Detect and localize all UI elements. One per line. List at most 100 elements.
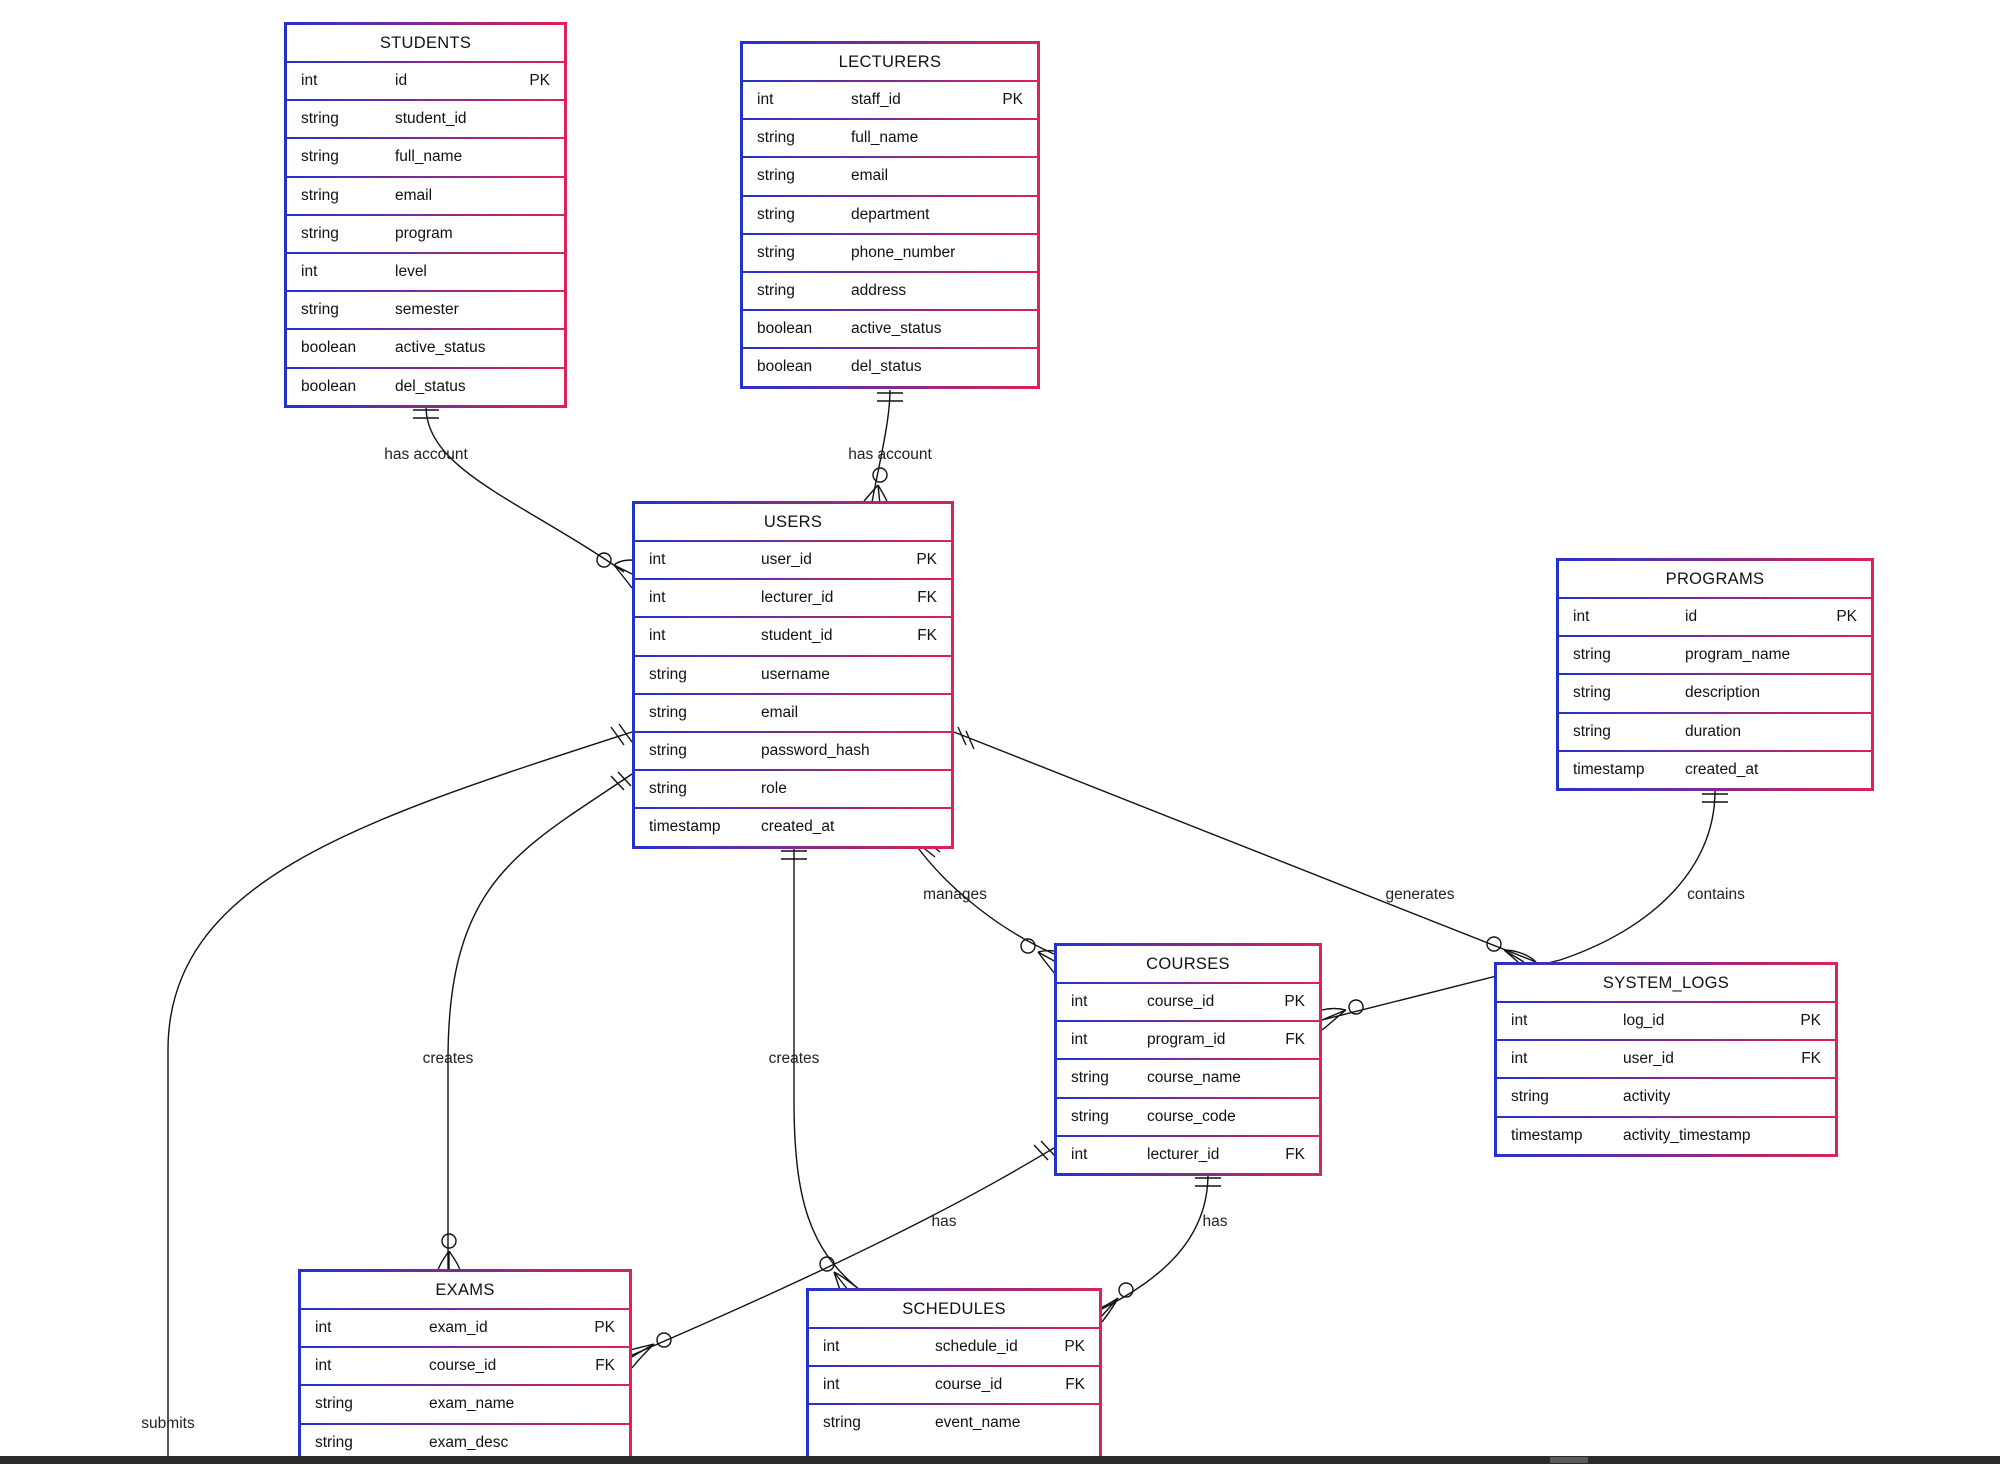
cardinality-one-mark: [781, 850, 807, 860]
cardinality-zero-circle: [1020, 938, 1036, 954]
relationship-label: submits: [141, 1415, 195, 1432]
rel-line-users-schedules: [793, 848, 861, 1291]
cardinality-one-mark: [1195, 1177, 1221, 1187]
entity-title: USERS: [763, 513, 823, 531]
relationship-label: contains: [1687, 886, 1745, 903]
relationship-label: generates: [1386, 886, 1455, 903]
relationship-label: creates: [769, 1050, 820, 1067]
cardinality-zero-circle: [1486, 936, 1502, 952]
relationship-label: has account: [848, 446, 932, 463]
cardinality-one-mark: [1702, 793, 1728, 803]
rel-line-courses-exams: [629, 1147, 1055, 1357]
cardinality-crowsfoot: [1099, 1297, 1119, 1323]
cardinality-crowsfoot: [629, 1343, 655, 1369]
cardinality-zero-circle: [596, 552, 612, 568]
rel-line-users-exams: [447, 773, 633, 1270]
rel-line-users-systemlogs: [953, 731, 1537, 963]
entity-title: STUDENTS: [379, 34, 472, 52]
cardinality-one-mark: [610, 771, 632, 791]
rel-line-students-users: [425, 405, 625, 573]
cardinality-zero-circle: [872, 467, 888, 483]
scrollbar-thumb[interactable]: [1550, 1457, 1588, 1463]
cardinality-zero-circle: [656, 1332, 672, 1348]
cardinality-zero-circle: [1348, 999, 1364, 1015]
rel-line-programs-courses: [1321, 790, 1716, 1021]
entity-title: EXAMS: [435, 1281, 495, 1299]
entity-title: LECTURERS: [838, 53, 942, 71]
cardinality-one-mark: [413, 409, 439, 419]
cardinality-crowsfoot: [437, 1250, 461, 1271]
entity-title: PROGRAMS: [1665, 570, 1765, 588]
relationship-label: has: [932, 1213, 957, 1230]
cardinality-one-mark: [610, 723, 633, 746]
cardinality-crowsfoot: [1321, 1007, 1347, 1031]
horizontal-scrollbar[interactable]: [0, 1456, 2000, 1464]
entity-title: COURSES: [1146, 955, 1230, 973]
rel-line-courses-schedules: [1099, 1173, 1209, 1311]
relationship-label: has account: [384, 446, 468, 463]
rel-line-users-submits: [167, 731, 633, 1464]
cardinality-zero-circle: [819, 1256, 835, 1272]
relationship-label: has: [1203, 1213, 1228, 1230]
relationship-label: manages: [923, 886, 987, 903]
entity-title: SYSTEM_LOGS: [1602, 974, 1730, 992]
cardinality-one-mark: [1033, 1140, 1056, 1161]
cardinality-zero-circle: [1118, 1282, 1134, 1298]
cardinality-one-mark: [957, 726, 975, 750]
cardinality-crowsfoot: [613, 559, 635, 589]
entity-title: SCHEDULES: [902, 1300, 1006, 1318]
